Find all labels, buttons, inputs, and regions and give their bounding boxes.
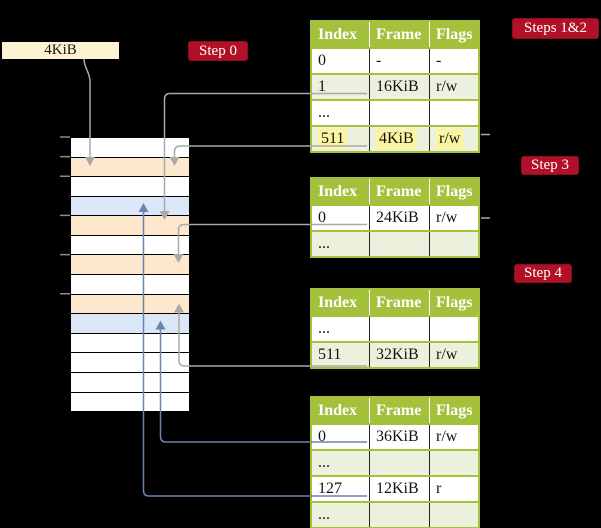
table-row: 511 32KiB r/w: [312, 341, 478, 367]
column-header-flags: Flags: [429, 22, 478, 47]
highlight: r/w: [436, 129, 464, 149]
cell-frame: 12KiB: [369, 477, 429, 501]
page-table-3: Index Frame Flags ... 511 32KiB r/w: [310, 288, 480, 369]
column-header-flags: Flags: [429, 398, 478, 423]
column-header-frame: Frame: [369, 22, 429, 47]
cell-index: ...: [318, 104, 330, 121]
cell-frame: [369, 503, 429, 527]
step-badge-4-label: Step 4: [524, 265, 562, 281]
table-row: 0 36KiB r/w: [312, 423, 478, 449]
memory-frame-row: [71, 392, 189, 412]
cell-index: ...: [318, 454, 330, 471]
table-row-recursive-entry: 511 4KiB r/w: [312, 125, 478, 151]
memory-frame-row: [71, 216, 189, 236]
memory-tick-marks: [60, 136, 70, 295]
cell-frame: 32KiB: [369, 343, 429, 367]
cell-frame: 36KiB: [369, 425, 429, 449]
cell-flags: [429, 317, 478, 341]
column-header-index: Index: [318, 293, 358, 311]
table-row: 127 12KiB r: [312, 475, 478, 501]
cell-flags: [429, 232, 478, 256]
frame-size-label: 4KiB: [2, 42, 119, 59]
cell-index: 511: [312, 127, 369, 151]
cell-flags: r/w: [429, 343, 478, 367]
frame-size-label-text: 4KiB: [44, 42, 77, 58]
memory-frame-row: [71, 294, 189, 315]
table-row: 1 16KiB r/w: [312, 73, 478, 99]
cell-frame: [369, 101, 429, 125]
step-badge-1-2-label: Steps 1&2: [524, 20, 587, 36]
cell-flags: [429, 451, 478, 475]
step-badge-3-label: Step 3: [531, 157, 569, 173]
cell-frame: [369, 451, 429, 475]
page-table-3-header: Index Frame Flags: [312, 290, 478, 315]
column-header-index: Index: [318, 401, 358, 419]
column-header-frame: Frame: [369, 179, 429, 204]
column-header-flags: Flags: [429, 290, 478, 315]
memory-frame-row: [71, 255, 189, 276]
column-header-index: Index: [318, 25, 358, 43]
memory-frame-row: [71, 333, 189, 354]
table-row: ...: [312, 230, 478, 256]
cell-index: ...: [318, 235, 330, 252]
column-header-frame: Frame: [369, 290, 429, 315]
cell-frame: 16KiB: [369, 75, 429, 99]
column-header-frame: Frame: [369, 398, 429, 423]
table-row: 0 24KiB r/w: [312, 204, 478, 230]
highlight: 511: [318, 129, 348, 149]
cell-frame: -: [369, 49, 429, 73]
cell-flags: r/w: [429, 75, 478, 99]
step-badge-1-2: Steps 1&2: [512, 18, 599, 39]
memory-frame-row: [71, 138, 189, 158]
page-table-4-header: Index Frame Flags: [312, 398, 478, 423]
memory-frame-row: [71, 372, 189, 393]
memory-frame-row: [71, 314, 189, 334]
cell-frame: 24KiB: [369, 206, 429, 230]
physical-memory-stack: [70, 137, 190, 412]
memory-frame-row: [71, 275, 189, 295]
memory-frame-row: [71, 235, 189, 256]
column-header-index: Index: [318, 182, 358, 200]
cell-flags: [429, 503, 478, 527]
step-badge-0-label: Step 0: [199, 42, 237, 59]
cell-index: 127: [318, 480, 342, 497]
cell-flags: r/w: [429, 425, 478, 449]
cell-index: 0: [318, 209, 326, 226]
cell-index: ...: [318, 506, 330, 523]
page-table-1-header: Index Frame Flags: [312, 22, 478, 47]
table-row: ...: [312, 449, 478, 475]
column-header-flags: Flags: [429, 179, 478, 204]
cell-index: 1: [318, 78, 326, 95]
cell-flags: r: [429, 477, 478, 501]
step-badge-0: Step 0: [188, 41, 248, 61]
cell-flags: -: [429, 49, 478, 73]
table-row: 0 - -: [312, 47, 478, 73]
memory-frame-row: [71, 157, 189, 178]
cell-flags: r/w: [429, 127, 478, 151]
cell-index: 0: [318, 52, 326, 69]
cell-index: 0: [318, 428, 326, 445]
cell-frame: [369, 232, 429, 256]
cell-frame: 4KiB: [369, 127, 429, 151]
table-row: ...: [312, 99, 478, 125]
memory-frame-row: [71, 353, 189, 373]
page-table-2: Index Frame Flags 0 24KiB r/w ...: [310, 177, 480, 258]
table-row: ...: [312, 315, 478, 341]
memory-frame-row: [71, 196, 189, 217]
cell-frame: [369, 317, 429, 341]
cell-index: ...: [318, 320, 330, 337]
step-badge-3: Step 3: [521, 156, 579, 175]
cell-flags: r/w: [429, 206, 478, 230]
highlight: 4KiB: [376, 129, 417, 149]
cell-index: 511: [318, 346, 342, 363]
page-table-2-header: Index Frame Flags: [312, 179, 478, 204]
table-row: ...: [312, 501, 478, 527]
step-badge-4: Step 4: [514, 264, 572, 283]
cell-flags: [429, 101, 478, 125]
page-table-1: Index Frame Flags 0 - - 1 16KiB r/w ... …: [310, 20, 480, 153]
memory-frame-row: [71, 177, 189, 197]
page-table-4: Index Frame Flags 0 36KiB r/w ... 127 12…: [310, 396, 480, 528]
